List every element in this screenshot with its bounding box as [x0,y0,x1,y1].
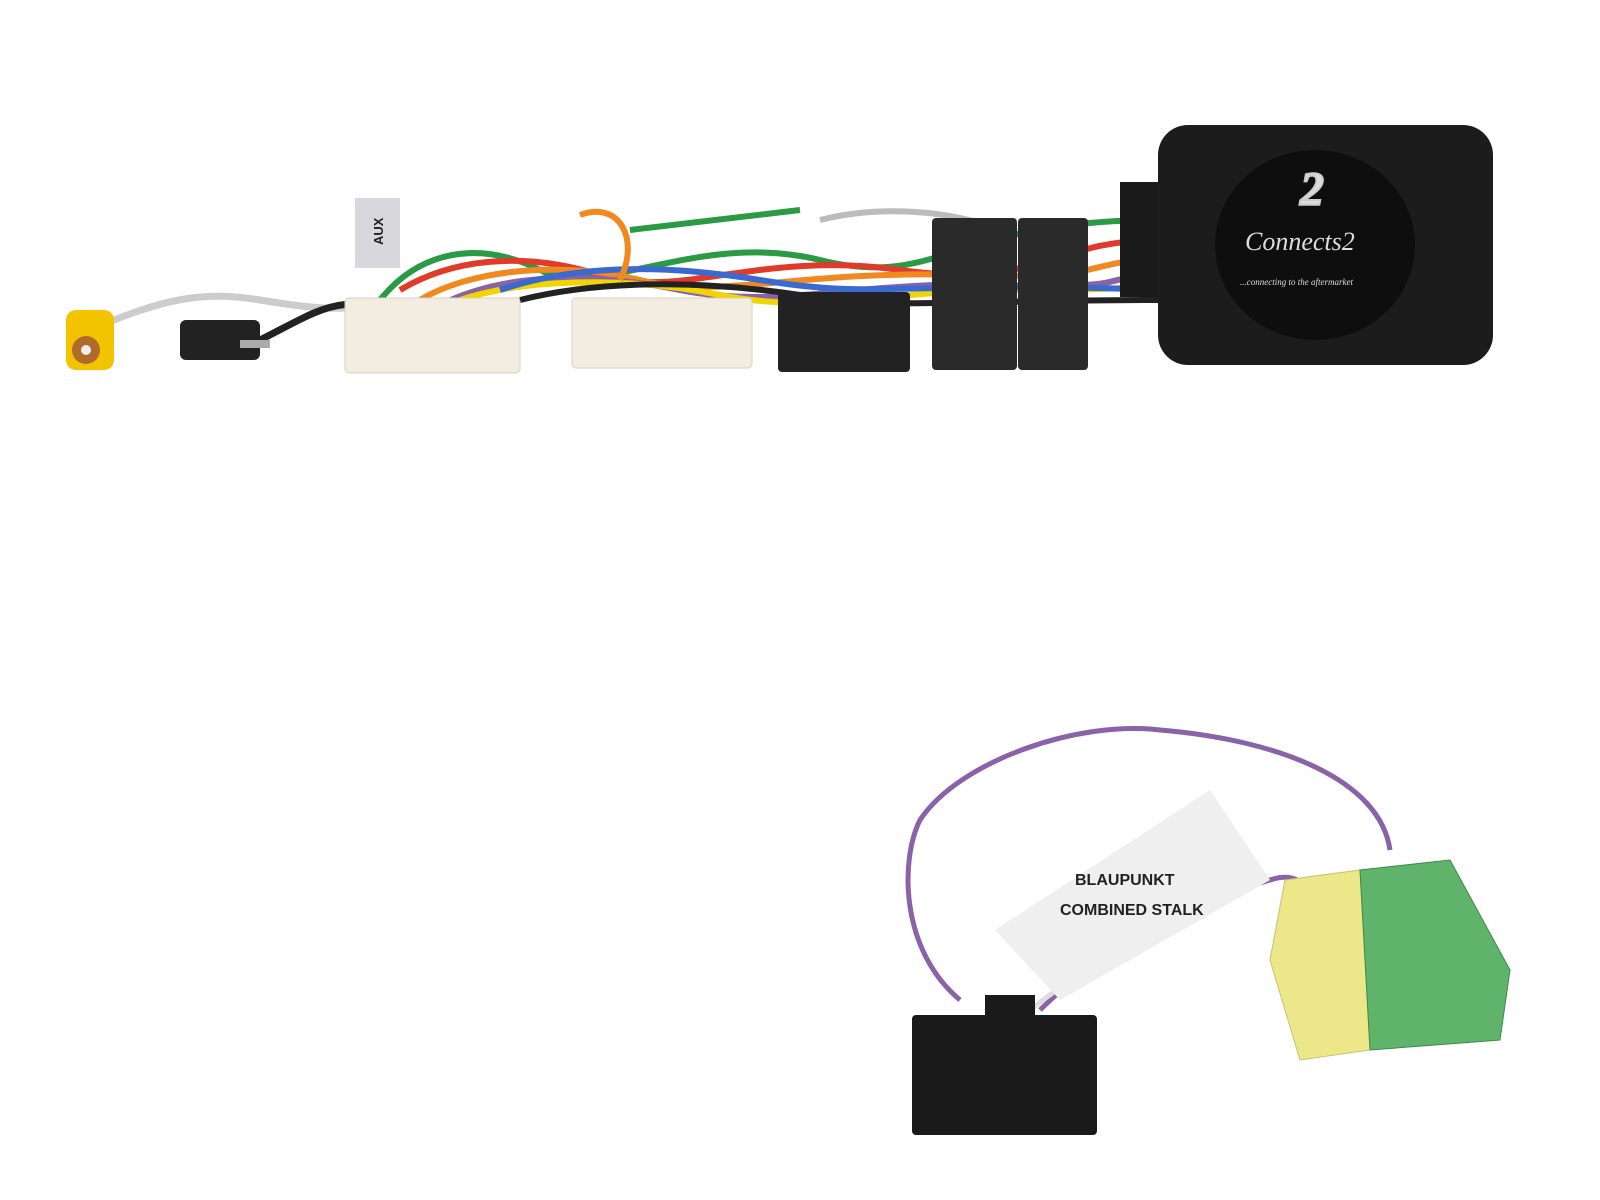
module-tagline: ...connecting to the aftermarket [1240,277,1353,287]
white-connector-2 [571,297,753,369]
label-line1: BLAUPUNKT [1075,872,1175,889]
iso-connector-2 [1018,218,1088,370]
aux-jack-connector [180,320,270,360]
blaupunkt-label: BLAUPUNKT COMBINED STALK [995,790,1270,1000]
label-line2: COMBINED STALK [1060,902,1204,919]
aux-tag: AUX [355,198,400,268]
rca-connector [66,310,114,370]
iso-connector-1 [932,218,1017,370]
interface-module: 2 Connects2 ...connecting to the afterma… [1120,125,1493,365]
mini-iso-connectors [1269,859,1511,1061]
black-12pin-connector [912,995,1097,1135]
white-connector-1 [344,297,521,374]
connects2-logo: Connects2 [1245,227,1355,256]
black-connector [778,292,910,372]
aux-label: AUX [371,217,386,245]
logo-mark: 2 [1299,163,1324,216]
